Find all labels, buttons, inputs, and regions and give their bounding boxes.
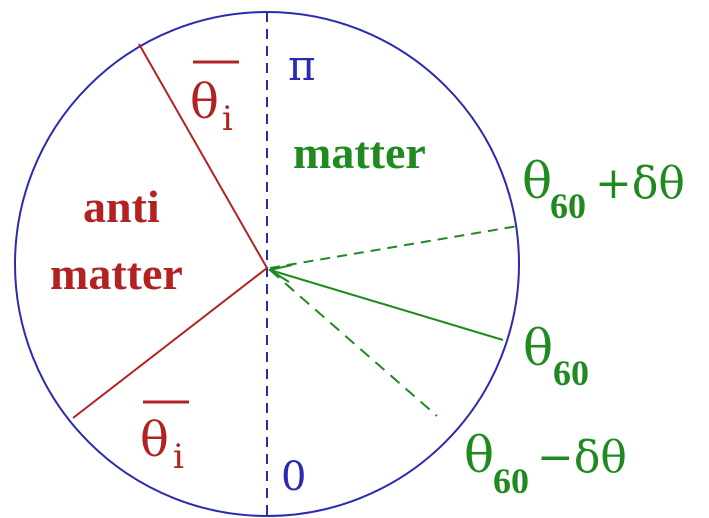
antimatter-lower-boundary-line: [72, 267, 268, 419]
theta60-subscript: 60: [553, 353, 589, 393]
theta60-minus-delta-line: [269, 269, 438, 417]
theta60-minus-delta-label: θ 60 −δθ: [464, 426, 627, 501]
theta60-symbol: θ: [523, 319, 553, 377]
matter-label: matter: [293, 127, 426, 178]
upper-theta-symbol: θ: [190, 74, 219, 130]
lower-theta-symbol: θ: [140, 412, 169, 468]
pi-label: π: [288, 41, 316, 90]
antimatter-upper-boundary-line: [138, 43, 268, 269]
theta60-line: [269, 269, 504, 341]
antimatter-matter-label: matter: [50, 248, 183, 299]
theta60-plus-subscript: 60: [550, 186, 586, 226]
theta60-minus-delta-text: −δθ: [537, 432, 627, 483]
center-arrowhead: [267, 264, 293, 283]
lower-theta-bar-label: θ i: [140, 400, 189, 477]
theta60-plus-delta-label: θ 60 +δθ: [522, 152, 685, 226]
theta60-plus-delta-text: +δθ: [595, 158, 685, 209]
theta60-minus-subscript: 60: [493, 461, 529, 501]
lower-theta-subscript: i: [173, 437, 184, 477]
zero-label: 0: [281, 454, 306, 500]
theta60-label: θ 60: [523, 319, 589, 393]
anti-label: anti: [83, 181, 160, 232]
theta60-plus-delta-line: [269, 225, 519, 269]
theta60-plus-symbol: θ: [522, 152, 552, 210]
upper-theta-bar-label: θ i: [190, 60, 239, 139]
upper-theta-subscript: i: [222, 99, 233, 139]
theta60-minus-symbol: θ: [464, 426, 494, 484]
